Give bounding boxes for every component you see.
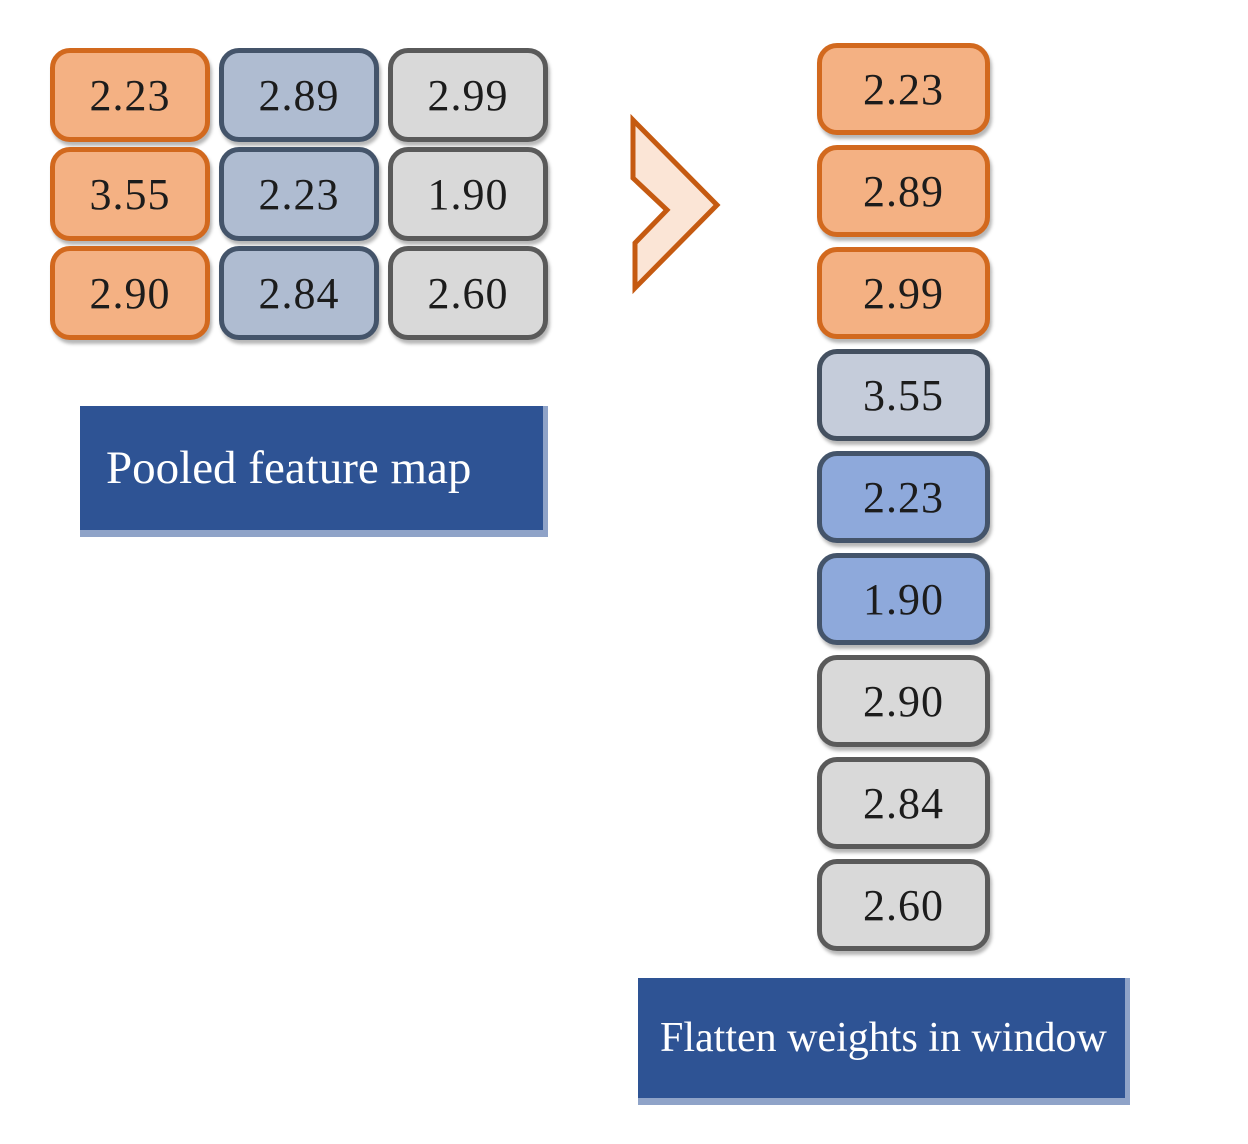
flat-cell: 1.90 [817, 553, 990, 645]
flattened-column: 2.23 2.89 2.99 3.55 2.23 1.90 2.90 2.84 2.60 [817, 43, 990, 951]
flat-cell: 2.60 [817, 859, 990, 951]
pooled-feature-map-label: Pooled feature map [80, 406, 548, 537]
flat-cell: 2.84 [817, 757, 990, 849]
flat-cell: 2.90 [817, 655, 990, 747]
grid-cell: 2.23 [50, 48, 210, 142]
flatten-weights-label: Flatten weights in window [638, 978, 1130, 1105]
flat-cell: 2.99 [817, 247, 990, 339]
grid-cell: 2.89 [219, 48, 379, 142]
grid-cell: 3.55 [50, 147, 210, 241]
flat-cell: 2.23 [817, 43, 990, 135]
grid-cell: 2.90 [50, 246, 210, 340]
flatten-weights-label-text: Flatten weights in window [660, 1015, 1107, 1061]
pooled-feature-map-label-text: Pooled feature map [106, 442, 472, 494]
chevron-right-shape [630, 113, 721, 295]
grid-cell: 1.90 [388, 147, 548, 241]
grid-cell: 2.60 [388, 246, 548, 340]
grid-cell: 2.99 [388, 48, 548, 142]
grid-cell: 2.84 [219, 246, 379, 340]
flat-cell: 3.55 [817, 349, 990, 441]
grid-cell: 2.23 [219, 147, 379, 241]
flat-cell: 2.89 [817, 145, 990, 237]
chevron-right-icon [630, 113, 721, 295]
flat-cell: 2.23 [817, 451, 990, 543]
